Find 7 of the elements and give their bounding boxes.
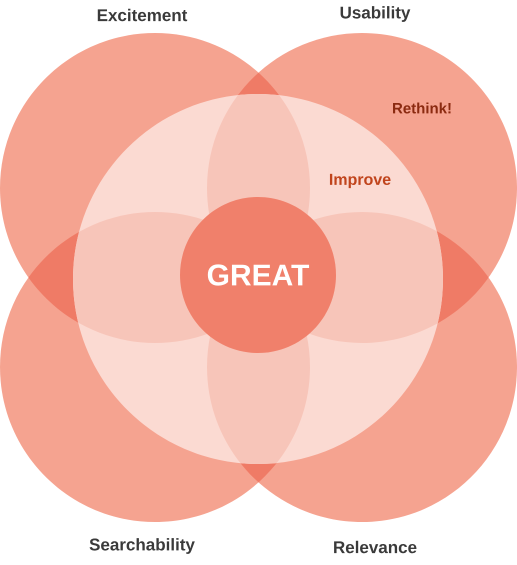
circle-label: Usability bbox=[340, 6, 410, 22]
circle-label: Excitement bbox=[98, 8, 188, 22]
circle-label: Relevance bbox=[334, 540, 416, 554]
center-label: GREAT bbox=[208, 264, 310, 286]
circle-label: Searchability bbox=[90, 538, 195, 554]
area-label: Improve bbox=[330, 174, 391, 188]
area-label: Rethink! bbox=[393, 102, 451, 114]
